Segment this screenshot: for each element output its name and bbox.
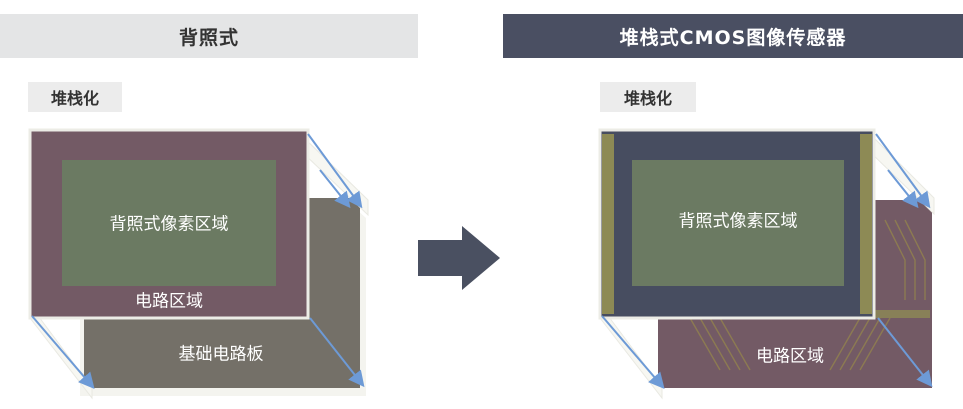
right-circuit-area-label: 电路区域 — [756, 346, 824, 367]
right-fold-line-bottom — [601, 315, 665, 390]
left-diagram — [28, 128, 369, 400]
left-pixel-area — [62, 160, 276, 286]
left-substrate-label: 基础电路板 — [178, 344, 264, 365]
right-pixel-area — [632, 160, 844, 286]
left-stack-tag: 堆栈化 — [28, 82, 122, 112]
right-diagram — [598, 128, 935, 400]
right-stack-tag: 堆栈化 — [600, 82, 696, 112]
right-fold-line-top — [875, 133, 931, 209]
left-fold-line-top-inner — [319, 169, 351, 209]
right-sensor-pads-right — [860, 134, 872, 314]
left-circuit-area-label: 电路区域 — [135, 291, 203, 312]
right-fold-line-top-inner — [887, 169, 919, 209]
left-fold-line-top — [307, 133, 363, 209]
left-pixel-area-label: 背照式像素区域 — [109, 214, 229, 235]
left-header: 背照式 — [0, 14, 418, 58]
right-header: 堆栈式CMOS图像传感器 — [503, 14, 963, 58]
left-fold-line-bottom-right — [309, 317, 365, 388]
right-pixel-area-label: 背照式像素区域 — [678, 211, 798, 232]
right-sensor-pads-left — [602, 134, 614, 314]
left-fold-line-bottom — [31, 315, 95, 390]
transition-arrow — [418, 226, 500, 290]
right-fold-line-bottom-right — [877, 317, 933, 388]
